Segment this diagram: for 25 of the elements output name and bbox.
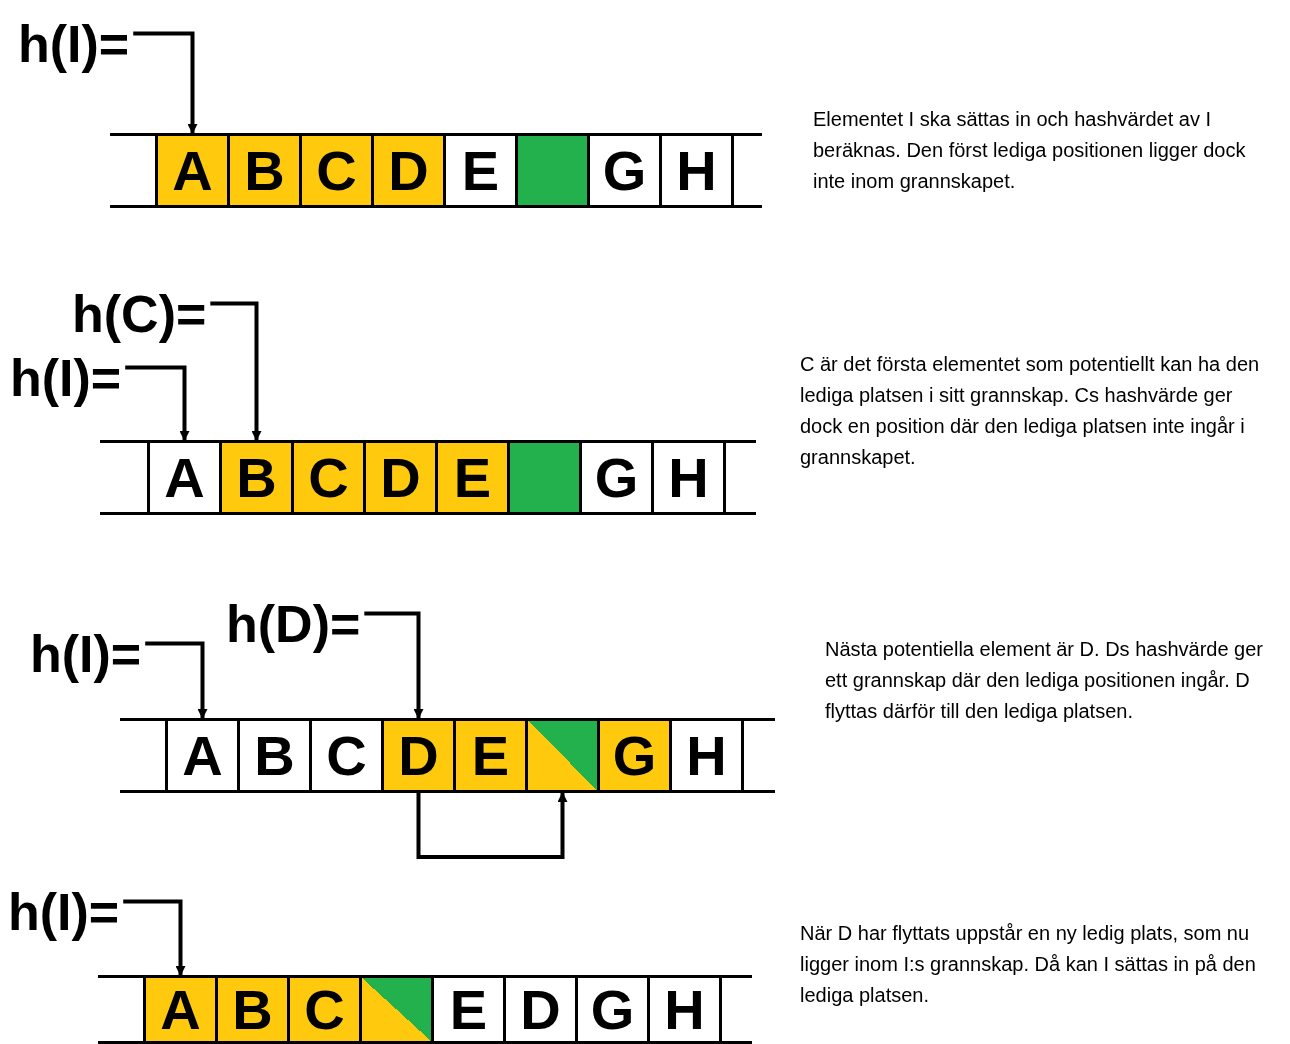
array-slot: B — [227, 133, 302, 208]
array-slot: E — [435, 440, 510, 515]
array-slot: C — [299, 133, 374, 208]
arrow — [125, 365, 190, 441]
description-text: Nästa potentiella element är D. Ds hashvärde ger ett grannskap där den lediga positionen ingår. D flyttas därför till den lediga platsen. — [825, 637, 1264, 724]
arrow — [364, 611, 424, 719]
array-slot: B — [215, 975, 290, 1044]
array-slot: D — [371, 133, 446, 208]
array-slot: B — [219, 440, 294, 515]
array-slot: D — [363, 440, 438, 515]
array-slot: A — [143, 975, 218, 1044]
array-slot: C — [291, 440, 366, 515]
arrow — [416, 792, 568, 859]
description-text: Elementet I ska sättas in och hashvärdet av I beräknas. Den först lediga positionen ligger dock inte inom grannskapet. — [813, 107, 1247, 194]
arrow — [133, 31, 198, 134]
arrow — [210, 301, 262, 441]
array-slot: C — [287, 975, 362, 1044]
description-text: När D har flyttats uppstår en ny ledig plats, som nu ligger inom I:s grannskap. Då kan I sättas in på den lediga platsen. — [800, 921, 1257, 1008]
array-slot: A — [155, 133, 230, 208]
array-slot: E — [453, 718, 528, 793]
description-text: C är det första elementet som potentiellt kan ha den lediga platsen i sitt grannskap. Cs hashvärde ger dock en position där den lediga platsen inte ingår i grannskapet. — [800, 352, 1261, 470]
array-slot: G — [597, 718, 672, 793]
arrow — [123, 899, 186, 976]
array-slot: D — [381, 718, 456, 793]
arrow — [145, 641, 208, 719]
